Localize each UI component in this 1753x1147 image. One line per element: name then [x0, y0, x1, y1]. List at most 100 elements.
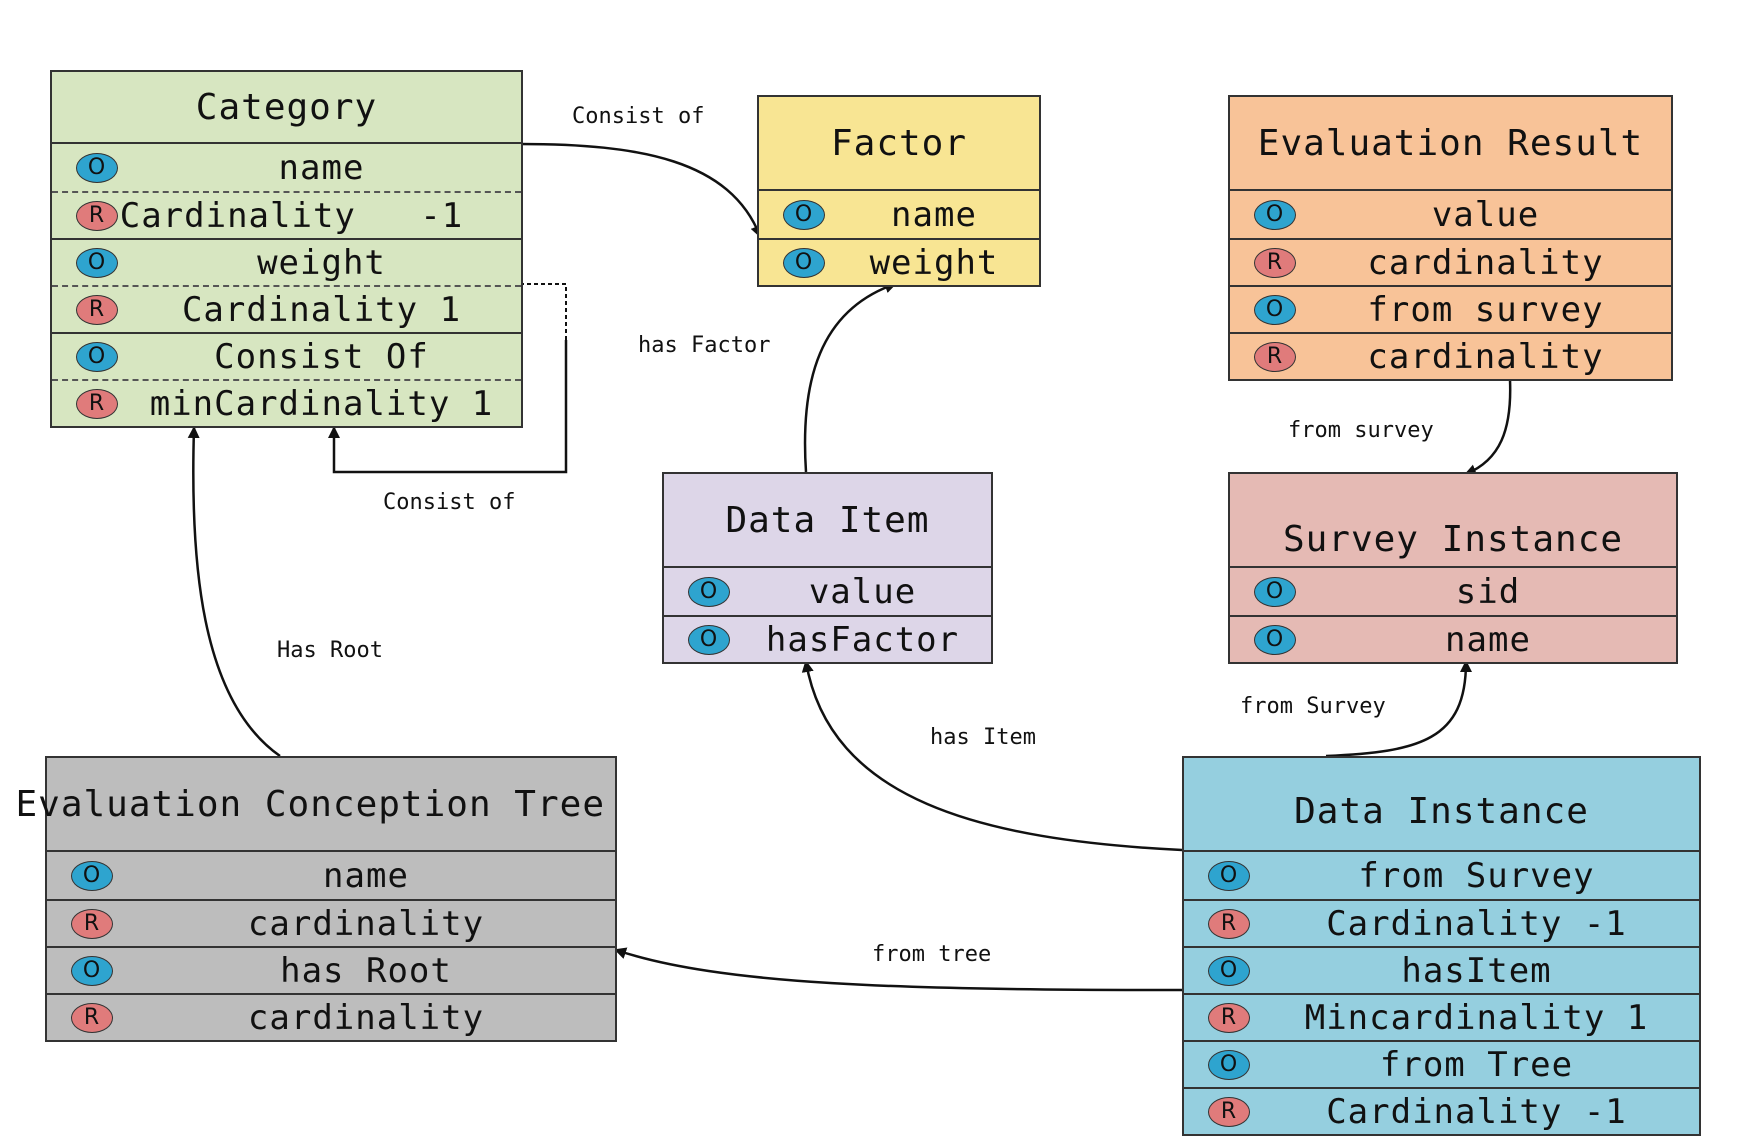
attribute-text: value	[808, 571, 917, 612]
node-title: Factor	[759, 97, 1039, 191]
edge-category-factor	[519, 142, 762, 238]
restriction-icon: R	[76, 388, 118, 419]
object-property-icon: O	[76, 341, 118, 372]
attribute-text: hasItem	[1401, 950, 1552, 991]
attribute-text: cardinality	[247, 997, 485, 1038]
attribute-text: minCardinality 1	[149, 383, 494, 424]
edge-label-instance-item: has Item	[930, 725, 1036, 750]
restriction-icon: R	[76, 200, 118, 231]
object-property-icon: O	[76, 152, 118, 183]
attribute-row: R Cardinality 1	[52, 285, 521, 332]
object-property-icon: O	[71, 955, 113, 986]
attribute-text: name	[323, 855, 409, 896]
edge-result-survey	[1464, 379, 1512, 476]
attribute-text: hasFactor	[765, 619, 960, 660]
attribute-text: name	[1445, 619, 1531, 660]
attribute-text: from Tree	[1379, 1044, 1574, 1085]
edge-label-result-survey: from survey	[1288, 418, 1434, 443]
edge-item-factor	[803, 281, 897, 473]
object-property-icon: O	[1254, 576, 1296, 607]
attribute-text: Cardinality -1	[1326, 1091, 1627, 1132]
node-title: Category	[52, 72, 521, 144]
attribute-row: R Mincardinality 1	[1184, 993, 1699, 1040]
restriction-icon: R	[1208, 1096, 1250, 1127]
restriction-icon: R	[1208, 1002, 1250, 1033]
attribute-text: sid	[1455, 571, 1521, 612]
node-title: Data Item	[664, 474, 991, 568]
attribute-text: cardinality	[1367, 242, 1604, 283]
attribute-row: R Cardinality -1	[1184, 899, 1699, 946]
restriction-icon: R	[76, 294, 118, 325]
attribute-row: O Consist Of	[52, 332, 521, 379]
object-property-icon: O	[71, 860, 113, 891]
attribute-text: name	[278, 147, 365, 188]
edge-label-instance-tree: from tree	[872, 942, 992, 967]
edge-category-self-dashed	[520, 283, 567, 340]
node-title: Survey Instance	[1230, 474, 1676, 568]
attribute-text: Cardinality 1	[181, 289, 462, 330]
attribute-text: value	[1431, 194, 1540, 235]
attribute-text: Mincardinality 1	[1304, 997, 1649, 1038]
object-property-icon: O	[688, 624, 730, 655]
edge-instance-item	[801, 660, 1183, 852]
object-property-icon: O	[1208, 860, 1250, 891]
attribute-text: Cardinality -1	[1326, 903, 1627, 944]
object-property-icon: O	[1254, 624, 1296, 655]
object-property-icon: O	[688, 576, 730, 607]
object-property-icon: O	[1208, 1049, 1250, 1080]
attribute-text: Cardinality -1	[119, 195, 464, 236]
attribute-text: Consist Of	[214, 336, 429, 377]
edge-label-item-factor: has Factor	[638, 333, 771, 358]
node-title: Data Instance	[1184, 758, 1699, 852]
edge-label-category-factor: Consist of	[572, 104, 705, 129]
object-property-icon: O	[76, 247, 118, 278]
object-property-icon: O	[783, 247, 825, 278]
restriction-icon: R	[1208, 908, 1250, 939]
attribute-text: from survey	[1367, 289, 1604, 330]
object-property-icon: O	[783, 199, 825, 230]
attribute-text: has Root	[280, 950, 452, 991]
node-title: Evaluation Result	[1230, 97, 1671, 191]
attribute-text: weight	[869, 242, 999, 283]
object-property-icon: O	[1254, 199, 1296, 230]
restriction-icon: R	[71, 1002, 113, 1033]
attribute-text: weight	[257, 242, 386, 283]
attribute-text: cardinality	[247, 903, 485, 944]
object-property-icon: O	[1208, 955, 1250, 986]
attribute-text: cardinality	[1367, 336, 1604, 377]
edge-label-instance-survey: from Survey	[1240, 694, 1386, 719]
attribute-text: from Survey	[1358, 855, 1595, 896]
edge-label-tree-category: Has Root	[277, 638, 383, 663]
edge-label-category-self: Consist of	[383, 490, 516, 515]
object-property-icon: O	[1254, 294, 1296, 325]
restriction-icon: R	[1254, 341, 1296, 372]
attribute-row: R Cardinality -1	[1184, 1087, 1699, 1134]
